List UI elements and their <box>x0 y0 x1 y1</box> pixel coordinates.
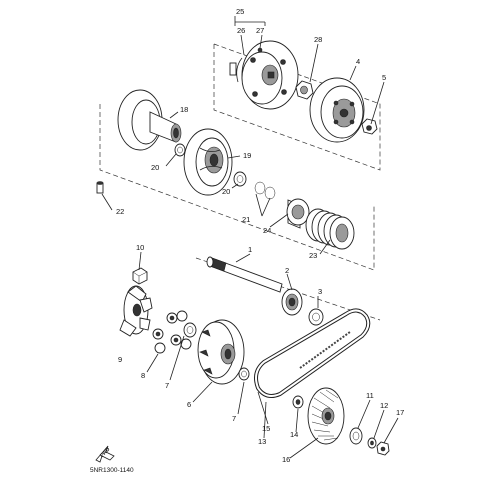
shaft-seal-part <box>308 308 324 326</box>
diagram-code: 5NR1300-1140 <box>90 467 134 474</box>
part-number-label: 1 <box>248 245 252 254</box>
part-number-label: 15 <box>262 424 270 433</box>
part-number-label: 19 <box>243 151 251 160</box>
part-number-label: 14 <box>290 430 298 439</box>
part-number-label: 6 <box>187 400 191 409</box>
part-number-label: 9 <box>118 355 122 364</box>
primary-shaft-part <box>206 256 283 293</box>
part-number-label: 3 <box>318 287 322 296</box>
part-number-label: 17 <box>396 408 404 417</box>
sheave-washer-part <box>349 427 363 445</box>
part-number-label: 26 <box>237 26 245 35</box>
collar-part <box>238 367 250 381</box>
cam-plate-part <box>119 285 153 337</box>
sheave-nut-part <box>376 441 390 456</box>
collar-part <box>183 322 197 338</box>
part-number-label: 24 <box>263 226 271 235</box>
o-ring-part <box>254 181 276 200</box>
part-number-label: 22 <box>116 207 124 216</box>
part-number-label: 27 <box>256 26 264 35</box>
part-number-label: 18 <box>180 105 188 114</box>
primary-fixed-sheave-part <box>307 387 345 445</box>
part-number-label: 20 <box>151 163 159 172</box>
oil-seal-part <box>233 171 247 187</box>
housing-nut-part <box>361 118 378 135</box>
slider-part <box>132 267 148 285</box>
part-number-label: 7 <box>232 414 236 423</box>
guide-pin-part <box>96 181 104 194</box>
part-number-label: 23 <box>309 251 317 260</box>
part-number-label: 5 <box>382 73 386 82</box>
part-number-label: 16 <box>282 455 290 464</box>
secondary-sliding-sheave-part <box>183 128 233 196</box>
compression-spring-part <box>305 208 355 250</box>
leader-lines <box>101 16 399 459</box>
primary-sliding-sheave-part <box>197 319 245 385</box>
bearing-part <box>281 288 303 316</box>
part-number-label: 13 <box>258 437 266 446</box>
part-number-label: 20 <box>222 187 230 196</box>
part-number-label: 21 <box>242 215 250 224</box>
spring-seat-part <box>286 198 310 229</box>
secondary-fixed-sheave-part <box>117 89 182 151</box>
part-number-label: 8 <box>141 371 145 380</box>
v-belt-part <box>254 308 371 398</box>
part-number-label: 28 <box>314 35 322 44</box>
forward-direction-icon: FWD <box>95 445 115 463</box>
assembly-outline-upper <box>99 43 381 271</box>
clutch-nut-part <box>295 80 314 100</box>
weight-roller-part <box>152 310 192 354</box>
oil-seal-part <box>174 143 186 157</box>
part-number-label: 4 <box>356 57 360 66</box>
part-number-label: 2 <box>285 266 289 275</box>
part-number-label: 11 <box>366 391 374 400</box>
part-number-label: 10 <box>136 243 144 252</box>
lock-washer-part <box>367 437 377 449</box>
clutch-carrier-part <box>229 40 299 110</box>
part-number-label: 7 <box>165 381 169 390</box>
part-number-label: 25 <box>236 7 244 16</box>
washer-part <box>292 395 304 409</box>
part-number-label: 12 <box>380 401 388 410</box>
clutch-housing-part <box>309 77 365 143</box>
